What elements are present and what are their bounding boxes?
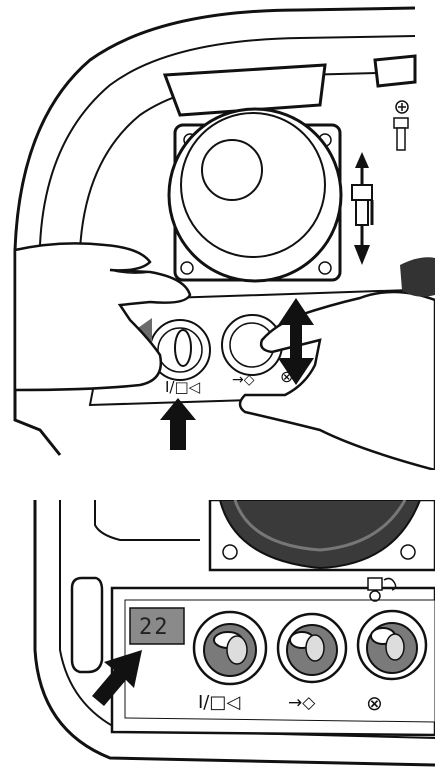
top-illustration: I/□◁ →◇ ⊗	[0, 0, 435, 470]
side-slot	[72, 578, 102, 672]
lift-mast-icon	[352, 185, 372, 225]
handle-slot-right	[375, 56, 415, 86]
switch-symbol-right: →◇	[232, 372, 255, 388]
switch-knob-1	[194, 612, 266, 684]
knob-2-label: →◇	[288, 693, 316, 713]
joystick-top	[202, 140, 262, 200]
display-value: 22	[139, 615, 170, 640]
switch-knob-3	[358, 611, 426, 679]
knob-1-label: I/□◁	[198, 692, 240, 713]
switch-symbol-left: I/□◁	[165, 378, 201, 396]
bottom-illustration: 22 I/□◁ →◇ ⊗	[0, 500, 435, 772]
knob-3-label: ⊗	[366, 691, 383, 715]
housing-top-rim	[95, 500, 200, 540]
handle-slot-left	[165, 65, 325, 115]
right-hand-knuckle	[400, 257, 435, 296]
lift-mast-plus-icon	[394, 101, 408, 150]
crossed-symbol: ⊗	[280, 367, 293, 386]
up-arrow-icon	[160, 398, 196, 450]
top-illustration-panel: I/□◁ →◇ ⊗	[0, 0, 435, 470]
switch-knob-2	[278, 614, 346, 682]
bottom-illustration-panel: 22 I/□◁ →◇ ⊗	[0, 500, 435, 772]
